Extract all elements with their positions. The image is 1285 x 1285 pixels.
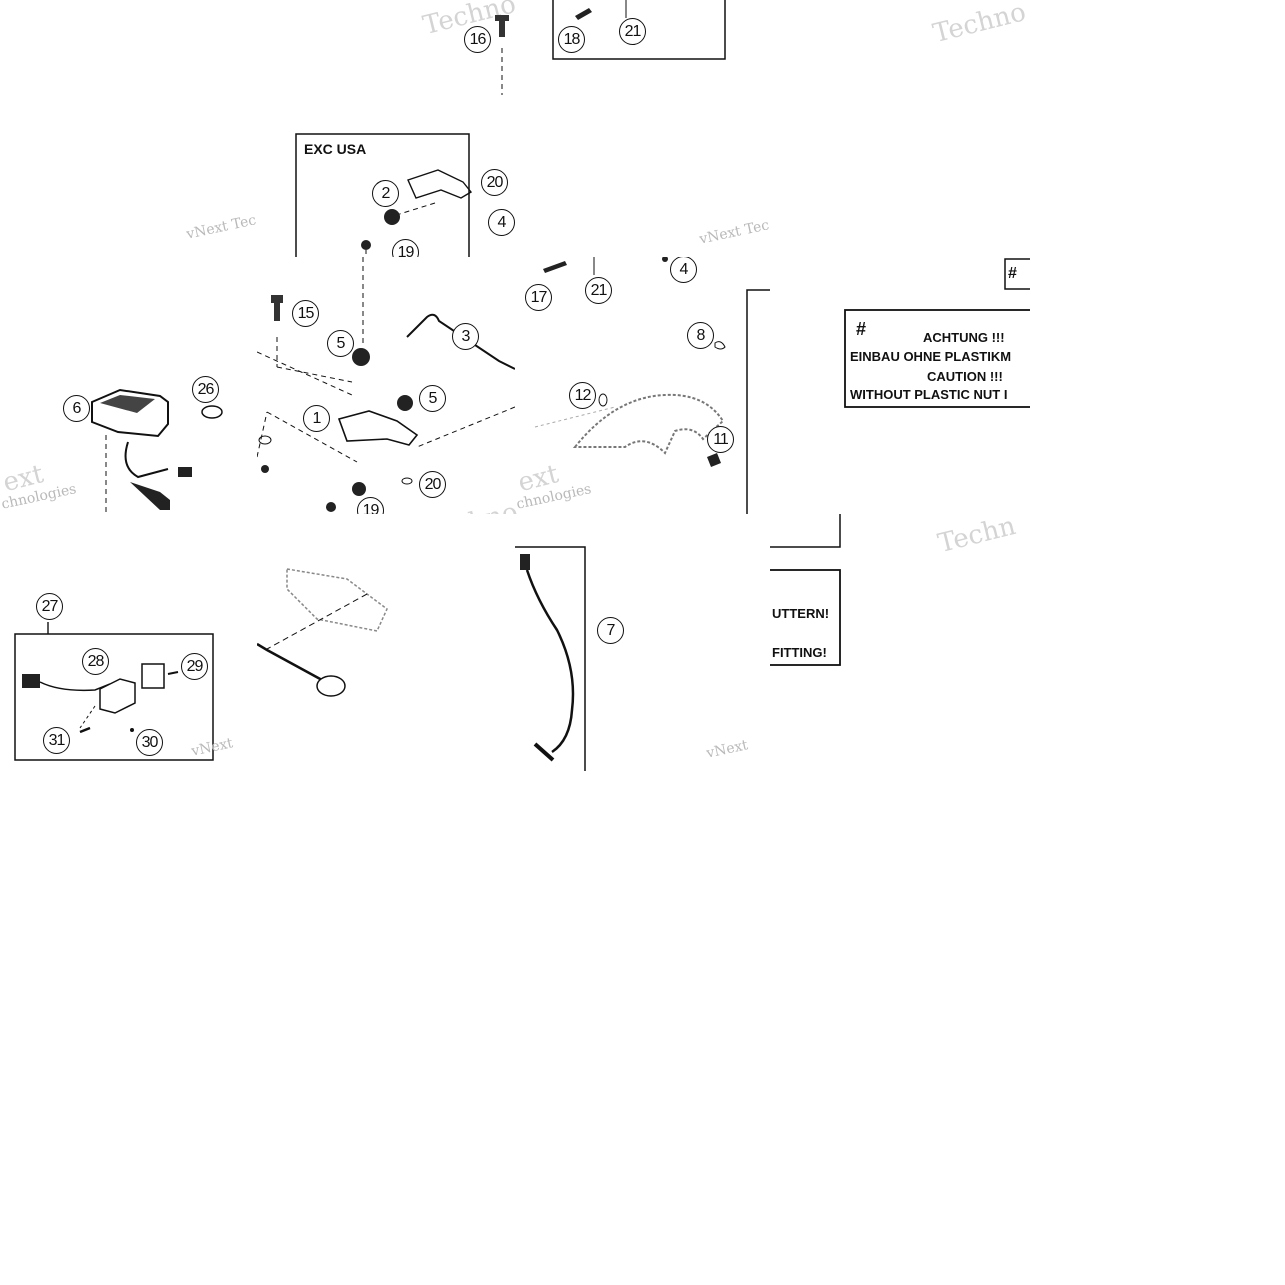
callout-30: 30 xyxy=(136,729,163,756)
watermark-text: vNext Tec xyxy=(698,217,771,248)
callout-18: 18 xyxy=(558,26,585,53)
callout-19: 19 xyxy=(392,239,419,257)
callout-7: 7 xyxy=(597,617,624,644)
callout-4: 4 xyxy=(670,257,697,283)
callout-21: 21 xyxy=(619,18,646,45)
speedometer-drawing xyxy=(91,388,223,514)
callout-4: 4 xyxy=(488,209,515,236)
callout-29: 29 xyxy=(181,653,208,680)
cable-drawing xyxy=(515,546,586,771)
callout-17: 17 xyxy=(525,284,552,311)
callout-11: 11 xyxy=(707,426,734,453)
tile-bracket-bottom xyxy=(257,514,515,771)
top-parts-drawing xyxy=(495,0,726,95)
bracket-drawing xyxy=(257,257,515,512)
callout-27: 27 xyxy=(36,593,63,620)
warning-line-4: WITHOUT PLASTIC NUT I xyxy=(850,387,1008,402)
tile-speedometer: 6 26 ext chnologies xyxy=(0,257,257,514)
tile-headlight-mask: 17 21 4 8 12 11 nologies ext chnologies xyxy=(515,257,770,514)
callout-6: 6 xyxy=(63,395,90,422)
tile-fragment: UTTERN! FITTING! xyxy=(770,514,842,669)
warning-line-1: ACHTUNG !!! xyxy=(923,330,1005,345)
fragment-frame xyxy=(770,514,841,666)
callout-19: 19 xyxy=(357,497,384,514)
tile-top: Techno 16 18 21 xyxy=(415,0,770,105)
tile-warning: # # ACHTUNG !!! EINBAU OHNE PLASTIKM CAU… xyxy=(770,257,1030,412)
bracket-bottom-drawing xyxy=(257,568,388,697)
callout-21: 21 xyxy=(585,277,612,304)
callout-5: 5 xyxy=(419,385,446,412)
watermark-text: Techno xyxy=(930,0,1029,50)
callout-20: 20 xyxy=(481,169,508,196)
sensor-drawing xyxy=(14,622,214,761)
warning-fragment-2: FITTING! xyxy=(772,645,827,660)
callout-8: 8 xyxy=(687,322,714,349)
tile-exc-usa: EXC USA 2 20 4 19 vNext Tec xyxy=(180,105,515,257)
callout-2: 2 xyxy=(372,180,399,207)
callout-28: 28 xyxy=(82,648,109,675)
warning-fragment-1: UTTERN! xyxy=(772,606,830,621)
callout-16: 16 xyxy=(464,26,491,53)
exc-usa-drawing xyxy=(295,133,473,257)
tile-cable: 7 vNext xyxy=(515,514,755,771)
callout-15: 15 xyxy=(292,300,319,327)
watermark-text: Techn xyxy=(935,510,1019,560)
callout-5: 5 xyxy=(327,330,354,357)
warning-line-3: CAUTION !!! xyxy=(927,369,1003,384)
warning-small-hash: # xyxy=(1008,265,1017,282)
tile-sensor: 27 28 29 31 30 vNext xyxy=(0,514,257,771)
callout-3: 3 xyxy=(452,323,479,350)
callout-26: 26 xyxy=(192,376,219,403)
callout-1: 1 xyxy=(303,405,330,432)
callout-20: 20 xyxy=(419,471,446,498)
exc-usa-label: EXC USA xyxy=(304,141,367,157)
tile-mounting-bracket: 15 5 3 5 1 20 19 xyxy=(257,257,515,514)
callout-31: 31 xyxy=(43,727,70,754)
warning-hash: # xyxy=(856,319,867,339)
warning-line-2: EINBAU OHNE PLASTIKM xyxy=(850,349,1012,364)
mask-drawing xyxy=(534,257,770,514)
warning-frame xyxy=(844,258,1030,408)
callout-12: 12 xyxy=(569,382,596,409)
